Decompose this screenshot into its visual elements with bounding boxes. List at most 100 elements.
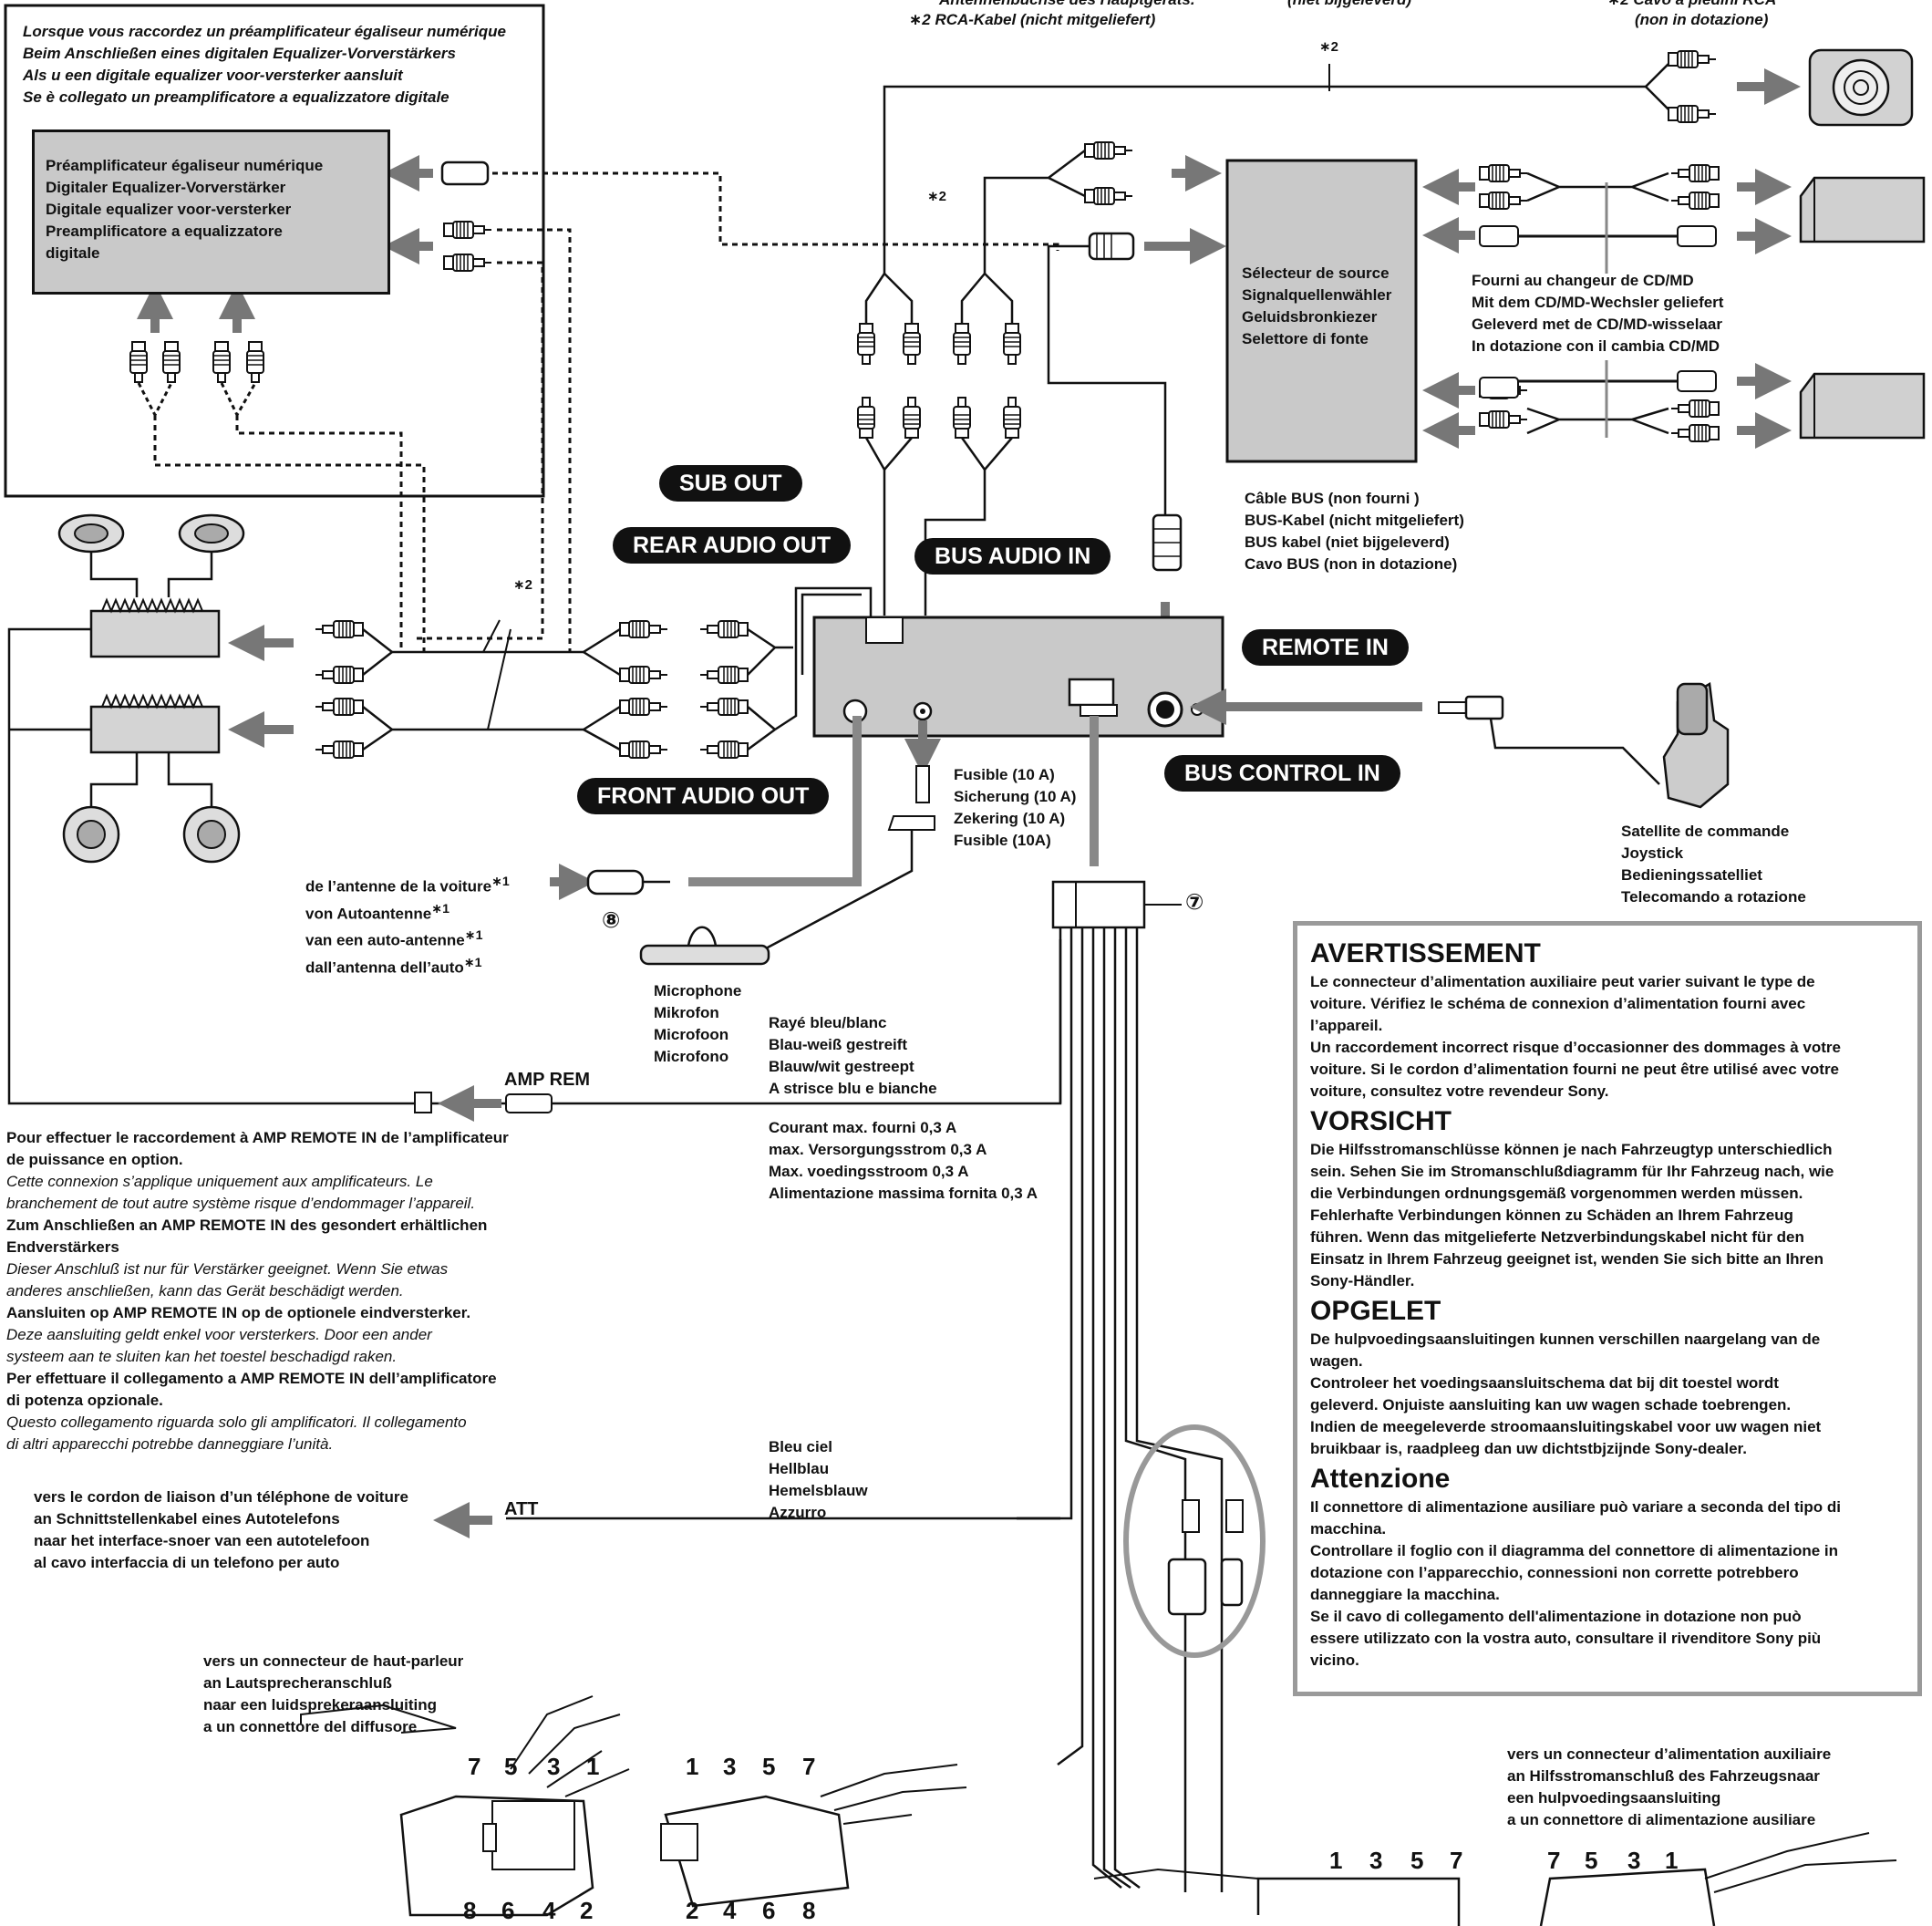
speaker-connector-2	[660, 1764, 967, 1908]
satellite-line: Satellite de commande	[1621, 823, 1790, 840]
pin-label: 1	[1665, 1847, 1679, 1874]
antenna-sup: ∗1	[491, 875, 510, 889]
bus-cable-line: Cavo BUS (non in dotazione)	[1245, 555, 1458, 573]
amp-note-line: Cette connexion s’applique uniquement au…	[6, 1173, 433, 1190]
amp-note-line: branchement de tout autre système risque…	[6, 1195, 476, 1212]
star2-top: ∗2	[1319, 39, 1338, 55]
amp-note-line: Per effettuare il collegamento a AMP REM…	[6, 1370, 497, 1387]
eq-box-line: digitale	[46, 244, 100, 262]
eq-frame	[4, 4, 545, 498]
warning-line: essere utilizzato con la vostra auto, co…	[1310, 1630, 1822, 1647]
warning-line: vicino.	[1310, 1652, 1359, 1669]
eq-box-line: Préamplificateur égaliseur numérique	[46, 157, 324, 174]
pin-label: 3	[547, 1753, 561, 1780]
microphone-line: Mikrofon	[654, 1004, 719, 1021]
warning-line: sein. Sehen Sie im Stromanschlußdiagramm…	[1310, 1163, 1834, 1180]
speaker-conn-line: an Lautsprecheranschluß	[203, 1674, 392, 1692]
pin-label: 2	[580, 1897, 594, 1924]
pin-label: 3	[723, 1753, 737, 1780]
microphone-line: Microfono	[654, 1048, 729, 1065]
amplifier-rear	[89, 609, 221, 658]
speaker-connector-note: vers un connecteur de haut-parleur an La…	[203, 1651, 463, 1738]
antenna-text: de l’antenne de la voiture∗1 von Autoant…	[305, 871, 510, 979]
speaker-conn-line: vers un connecteur de haut-parleur	[203, 1652, 464, 1670]
aux-power-connector-2	[1539, 1832, 1897, 1926]
pin-label: 5	[1585, 1847, 1598, 1874]
phone-note-line: al cavo interfaccia di un telefono per a…	[34, 1554, 340, 1571]
aux-power-line: a un connettore di alimentazione ausilia…	[1507, 1811, 1816, 1828]
cd-changer-line: Fourni au changeur de CD/MD	[1472, 272, 1694, 289]
source-selector-line: Signalquellenwähler	[1242, 286, 1392, 304]
pin-label: 6	[762, 1897, 776, 1924]
warning-line: wagen.	[1310, 1352, 1363, 1370]
fuse-line: Fusible (10 A)	[954, 766, 1055, 783]
bus-audio-in-label: BUS AUDIO IN	[914, 538, 1111, 575]
pin-label: 8	[802, 1897, 816, 1924]
max-current-line: Courant max. fourni 0,3 A	[769, 1119, 957, 1136]
pin-label: 6	[501, 1897, 515, 1924]
pin-label: 5	[1410, 1847, 1424, 1874]
microphone-line: Microfoon	[654, 1026, 729, 1043]
eq-box-text: Préamplificateur égaliseur numérique Dig…	[46, 155, 323, 264]
eq-box-line: Digitaler Equalizer-Vorverstärker	[46, 179, 286, 196]
fuse-line: Fusible (10A)	[954, 832, 1051, 849]
aux-power-connector-1	[1093, 1868, 1461, 1926]
amp-note-line: Zum Anschließen an AMP REMOTE IN des ges…	[6, 1217, 488, 1234]
amp-note-line: anderes anschließen, kann das Gerät besc…	[6, 1282, 404, 1300]
sub-out-label: SUB OUT	[659, 465, 802, 502]
eq-heading-line: Lorsque vous raccordez un préamplificate…	[23, 23, 506, 40]
amplifier-front	[89, 705, 221, 754]
source-selector-line: Selettore di fonte	[1242, 330, 1369, 347]
amp-note-line: Pour effectuer le raccordement à AMP REM…	[6, 1129, 509, 1146]
pin-label: 1	[1329, 1847, 1343, 1874]
warning-line: Indien de meegeleverde stroomaansluiting…	[1310, 1418, 1822, 1435]
pin-label: 2	[686, 1897, 699, 1924]
cd-changer-line: In dotazione con il cambia CD/MD	[1472, 337, 1720, 355]
satellite-line: Bedieningssatelliet	[1621, 866, 1762, 884]
phone-note-line: vers le cordon de liaison d’un téléphone…	[34, 1488, 408, 1506]
bus-cable-note: Câble BUS (non fourni ) BUS-Kabel (nicht…	[1245, 488, 1464, 575]
source-selector-text: Sélecteur de source Signalquellenwähler …	[1242, 263, 1391, 350]
warning-line: voiture, consultez votre revendeur Sony.	[1310, 1082, 1609, 1100]
warning-line: dotazione con l’apparecchio, connessioni…	[1310, 1564, 1799, 1581]
phone-note: vers le cordon de liaison d’un téléphone…	[34, 1486, 408, 1574]
stripe-wire-text: Rayé bleu/blanc Blau-weiß gestreift Blau…	[769, 1012, 937, 1100]
speaker-conn-line: naar een luidsprekeraansluiting	[203, 1696, 438, 1714]
sky-blue-text: Bleu ciel Hellblau Hemelsblauw Azzurro	[769, 1436, 868, 1524]
max-current-line: max. Versorgungsstrom 0,3 A	[769, 1141, 987, 1158]
star2-amp: ∗2	[513, 577, 532, 593]
max-current-text: Courant max. fourni 0,3 A max. Versorgun…	[769, 1117, 1038, 1205]
rca-footnote: ∗2 RCA-Kabel (nicht mitgeliefert)	[909, 9, 1155, 31]
amp-note-line: di potenza opzionale.	[6, 1392, 163, 1409]
sky-blue-line: Azzurro	[769, 1504, 827, 1521]
fuse-line: Sicherung (10 A)	[954, 788, 1077, 805]
aux-power-line: een hulpvoedingsaansluiting	[1507, 1789, 1721, 1807]
rca-footnote-text: RCA-Kabel (nicht mitgeliefert)	[935, 11, 1156, 28]
amp-note-line: de puissance en option.	[6, 1151, 183, 1168]
microphone-text: Microphone Mikrofon Microfoon Microfono	[654, 980, 741, 1068]
pin-label: 7	[802, 1753, 816, 1780]
stripe-wire-line: A strisce blu e bianche	[769, 1080, 937, 1097]
callout-7: ⑦	[1185, 890, 1204, 915]
eq-heading-line: Als u een digitale equalizer voor-verste…	[23, 67, 403, 84]
pin-label: 5	[762, 1753, 776, 1780]
satellite-line: Joystick	[1621, 844, 1684, 862]
eq-heading-line: Beim Anschließen eines digitalen Equaliz…	[23, 45, 456, 62]
bus-cable-line: BUS kabel (niet bijgeleverd)	[1245, 533, 1450, 551]
warning-line: macchina.	[1310, 1520, 1387, 1538]
cd-changer-note: Fourni au changeur de CD/MD Mit dem CD/M…	[1472, 270, 1723, 357]
warning-line: führen. Wenn das mitgelieferte Netzverbi…	[1310, 1228, 1804, 1246]
warning-title-de: VORSICHT	[1310, 1106, 1452, 1136]
amp-note-line: systeem aan te sluiten kan het toestel b…	[6, 1348, 398, 1365]
fuse-text: Fusible (10 A) Sicherung (10 A) Zekering…	[954, 764, 1076, 852]
antenna-sup: ∗1	[431, 901, 449, 916]
sky-blue-line: Bleu ciel	[769, 1438, 832, 1455]
stripe-wire-line: Blau-weiß gestreift	[769, 1036, 908, 1053]
sky-blue-line: Hemelsblauw	[769, 1482, 868, 1499]
not-supplied-it: (non in dotazione)	[1635, 11, 1769, 28]
microphone-line: Microphone	[654, 982, 742, 999]
eq-heading-line: Se è collegato un preamplificatore a equ…	[23, 88, 449, 106]
antenna-sup: ∗1	[463, 955, 482, 970]
antenna-line: dall’antenna dell’auto	[305, 958, 464, 977]
pin-label: 4	[542, 1897, 556, 1924]
